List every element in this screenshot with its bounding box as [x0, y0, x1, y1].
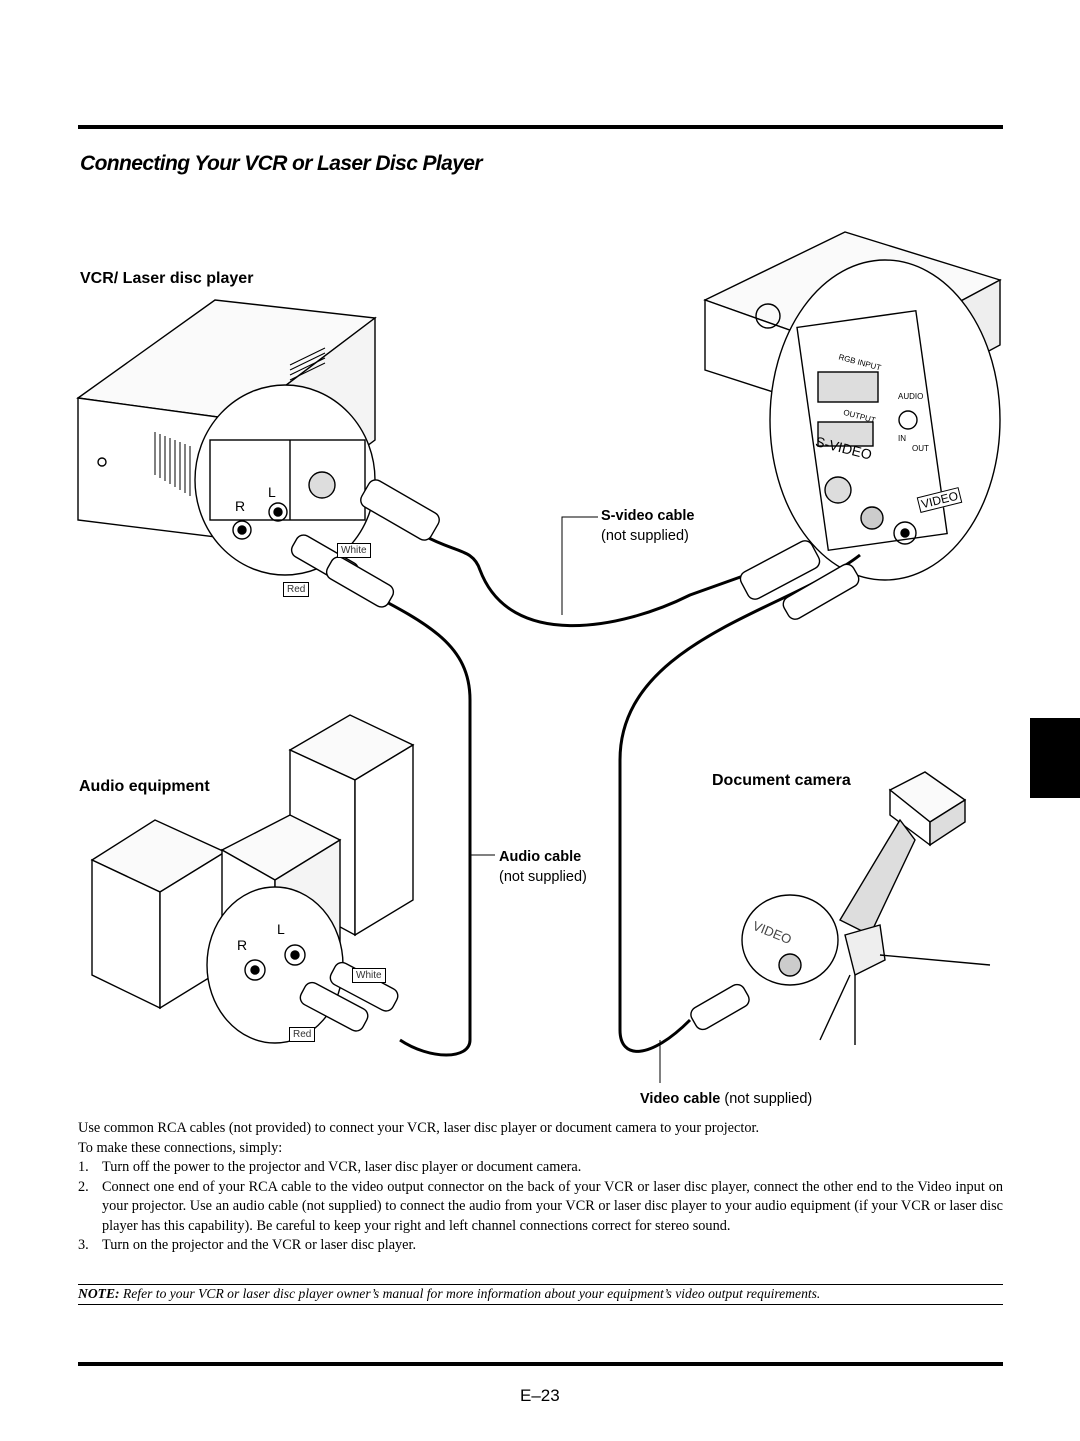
intro-text: Use common RCA cables (not provided) to … [78, 1120, 760, 1136]
instructions: Use common RCA cables (not provided) to … [78, 1119, 1003, 1256]
audio-channel-l: L [277, 921, 285, 937]
projector-in-label: IN [898, 434, 906, 443]
page-title: Connecting Your VCR or Laser Disc Player [80, 152, 483, 175]
steps-list: 1.Turn off the power to the projector an… [78, 1158, 1003, 1256]
list-item: 3.Turn on the projector and the VCR or l… [78, 1237, 417, 1253]
video-cable-name: Video cable [640, 1091, 721, 1107]
vcr-white-tag: White [337, 543, 371, 558]
vcr-channel-r: R [235, 498, 246, 514]
intro-text-2: To make these connections, simply: [78, 1139, 283, 1156]
list-item: 2.Connect one end of your RCA cable to t… [78, 1178, 1003, 1234]
audio-red-tag: Red [289, 1027, 316, 1042]
bottom-rule [78, 1362, 1003, 1366]
audio-equipment-label: Audio equipment [79, 778, 210, 795]
note-label: NOTE: [78, 1286, 120, 1301]
svideo-cable-name: S-video cable [601, 508, 695, 524]
vcr-channel-l: L [268, 484, 276, 500]
list-item: 1.Turn off the power to the projector an… [78, 1159, 582, 1175]
vcr-red-tag: Red [283, 582, 310, 597]
vcr-label: VCR/ Laser disc player [80, 270, 254, 287]
document-camera-illustration [690, 771, 991, 1045]
note: NOTE: Refer to your VCR or laser disc pl… [78, 1284, 1003, 1305]
audio-equipment-illustration [90, 714, 415, 1044]
svideo-cable-note: (not supplied) [601, 528, 689, 544]
note-text: Refer to your VCR or laser disc player o… [122, 1286, 821, 1301]
video-cable-note: (not supplied) [724, 1091, 813, 1107]
projector-audio-label: AUDIO [898, 392, 924, 401]
page-number: E–23 [520, 1386, 560, 1405]
projector-illustration [703, 231, 1002, 581]
document-camera-label: Document camera [712, 772, 851, 789]
audio-channel-r: R [237, 937, 248, 953]
section-tab [1030, 718, 1080, 798]
audio-white-tag: White [352, 968, 386, 983]
audio-cable-name: Audio cable [499, 849, 582, 865]
audio-cable-label: Audio cable (not supplied) [499, 847, 587, 887]
svideo-cable-label: S-video cable (not supplied) [601, 506, 694, 546]
top-rule [78, 125, 1003, 129]
video-cable-label: Video cable (not supplied) [640, 1089, 812, 1109]
projector-out-label: OUT [912, 444, 929, 453]
audio-cable-note: (not supplied) [499, 869, 587, 885]
